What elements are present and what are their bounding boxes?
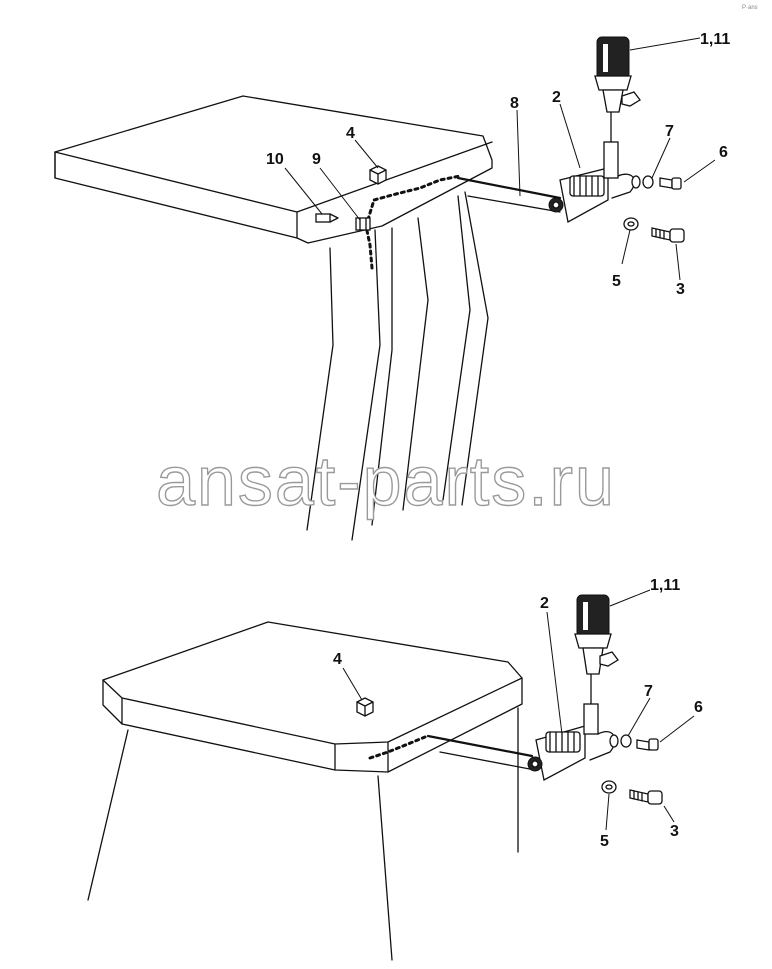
corner-mark: P·ans [742,5,758,11]
beacon-lamp-lower [574,594,619,675]
washer-5-lower [601,780,617,794]
bolt-3-lower [629,789,663,805]
callout-label-2-upper: 2 [552,89,561,106]
washer-7-lower [609,734,632,748]
callout-label-3-lower: 3 [670,823,679,840]
callout-label-8-upper: 8 [510,95,519,112]
mounting-rod-lower [426,734,534,758]
bolt-3-upper [651,227,685,243]
beacon-stem-lower [583,673,616,761]
callout-label-6-lower: 6 [694,699,703,716]
callout-label-5-lower: 5 [600,833,609,850]
callout-label-5-upper: 5 [612,273,621,290]
upper-view: 1,11 2 3 4 5 6 7 8 9 10 [54,31,730,541]
cab-pillars [306,191,489,541]
rod-guide-upper [467,195,561,213]
callout-label-3-upper: 3 [676,281,685,298]
callout-label-7-upper: 7 [665,123,674,140]
clip-9-upper [355,217,371,231]
rod-guide-lower [439,751,536,771]
washer-7-upper [631,175,654,189]
washer-5-upper [623,217,639,231]
lower-view: 1,11 2 3 4 5 6 7 [87,577,703,961]
cab-roof-lower [102,621,523,773]
bracket-2-lower [527,725,586,781]
wire-route-upper [364,174,462,270]
wire-route-lower [368,735,427,760]
callout-label-4-lower: 4 [333,651,342,668]
watermark: ansat-parts.ru [156,442,616,520]
bracket-2-upper [548,167,609,224]
callout-label-10-upper: 10 [266,151,284,168]
nut-4-lower [356,697,374,717]
mounting-rod-8-upper [456,176,562,200]
callout-label-2-lower: 2 [540,595,549,612]
grommet-10-upper [315,213,339,223]
cab-pillars-lower [87,707,519,961]
callout-label-1-11-upper: 1,11 [700,31,730,48]
callout-label-9-upper: 9 [312,151,321,168]
callout-label-4-upper: 4 [346,125,355,142]
bolt-6-upper [659,177,682,190]
cab-roof [54,95,493,244]
nut-4-upper [369,165,387,185]
callout-label-7-lower: 7 [644,683,653,700]
callout-label-1-11-lower: 1,11 [650,577,680,594]
callout-label-6-upper: 6 [719,144,728,161]
bolt-6-lower [636,738,659,751]
beacon-stem-upper [603,111,635,199]
beacon-lamp-upper [594,36,641,113]
